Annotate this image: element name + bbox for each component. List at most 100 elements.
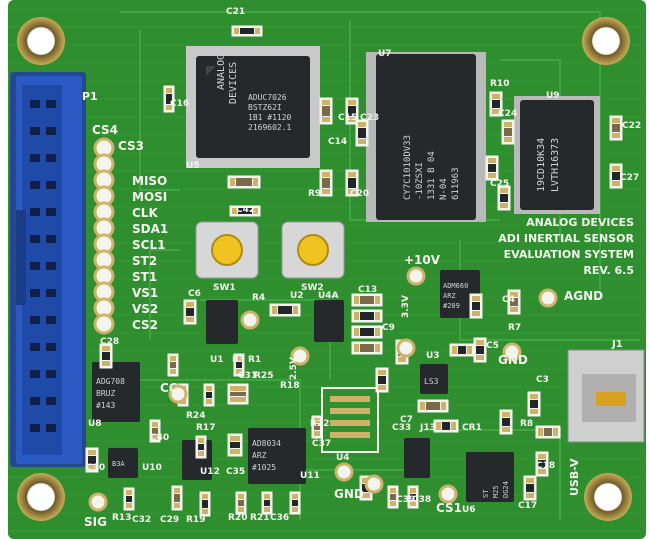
test-point[interactable] [396,338,416,358]
connector-pin [46,208,56,216]
chip-j13 [404,438,430,478]
connector-pin [46,397,56,405]
ref-u8: U8 [88,419,102,429]
button-sw2[interactable] [281,221,345,279]
ref-j13: J13 [419,423,436,433]
chip-u8-text: ADG708 BRUZ #143 [96,377,125,410]
ref-c13: C13 [358,285,377,295]
ref-u1: U1 [210,355,224,365]
passive-component [345,169,359,197]
ref-c9: C9 [382,323,395,333]
tp-label-2v5: 2.5V [289,357,299,380]
passive-component [387,485,399,509]
passive-component [235,491,247,515]
passive-component [535,425,561,439]
passive-component [351,341,383,355]
ref-c28: C28 [100,337,119,347]
connector-pin [30,397,40,405]
connector-pin [46,424,56,432]
ref-c40: C40 [150,433,169,443]
chip-u3 [420,364,448,394]
ref-c23: C23 [360,113,379,123]
connector-pin [30,208,40,216]
ref-c27: C27 [620,173,639,183]
connector-pin [30,127,40,135]
ref-u9: U9 [546,91,560,101]
chip-u11 [248,428,306,484]
label-p1: P1 [82,90,98,103]
u9-line-1: LVTH16373 [550,138,561,192]
u9-line-0: 19CD10K34 [536,138,547,192]
ref-r18: R18 [280,381,299,391]
ref-c15: C15 [338,113,357,123]
ref-r10: R10 [490,79,509,89]
connector-pin [46,316,56,324]
test-point[interactable] [240,310,260,330]
passive-component [351,293,383,307]
connector-pin [46,100,56,108]
u8-line-0: ADG708 [96,377,125,386]
ref-c5: C5 [486,341,499,351]
ref-u2: U2 [290,291,304,301]
test-point[interactable] [168,384,188,404]
passive-component [319,97,333,125]
passive-components [85,25,623,517]
test-point[interactable] [290,346,310,366]
header-pin-cs2[interactable] [93,313,115,335]
header-pins [93,137,115,335]
u6-line-0: ST [482,489,490,498]
test-point[interactable] [406,266,426,286]
test-point-rings [88,266,558,512]
ref-c3: C3 [536,375,549,385]
usb-connector-j1[interactable] [567,349,645,443]
ref-r24: R24 [186,411,205,421]
ref-u10: U10 [142,463,162,473]
passive-component [507,289,521,315]
test-point[interactable] [538,288,558,308]
title-line-1: ADI INERTIAL SENSOR [498,232,634,245]
test-point[interactable] [88,492,108,512]
chip-u5 [186,46,320,168]
connector-pin [30,100,40,108]
chip-u5-text: ANALOG DEVICES ADUC7026 BSTZ62I 1B1 #112… [216,54,292,132]
passive-component [195,435,207,459]
passive-component [355,119,369,147]
test-point[interactable] [334,462,354,482]
chip-u9-text: 19CD10K34 LVTH16373 [536,138,561,192]
u11-line-0: AD8034 [252,439,281,448]
title-line-3: REV. 6.5 [583,264,634,277]
passive-component [171,485,183,511]
passive-component [485,155,499,181]
header-label-cs3: CS3 [118,139,144,153]
chip-u8 [92,362,140,422]
u6-line-2: DG24 [502,481,510,498]
u7-line-2: 1331 B 04 [427,151,437,200]
ref-c30: C30 [86,463,105,473]
button-sw1[interactable] [195,221,259,279]
ref-u5: U5 [186,161,200,171]
chip-adm-text: ADM660 ARZ #209 [443,282,468,310]
ref-c18: C18 [536,461,555,471]
passive-component [227,175,261,189]
u3-line-0: LS3 [424,377,439,386]
header-label-cs4: CS4 [92,123,118,137]
test-point[interactable] [438,484,458,504]
passive-component [501,119,515,145]
ref-r4: R4 [252,293,265,303]
adm-line-2: #209 [443,302,460,310]
connector-pin [30,235,40,243]
passive-component [99,343,113,369]
ref-u7: U7 [378,49,392,59]
title-line-0: ANALOG DEVICES [526,216,634,229]
ref-c14: C14 [328,137,347,147]
ref-cr1: CR1 [462,423,482,433]
passive-component [227,383,249,405]
header-label-vs1: VS1 [132,286,158,300]
test-point[interactable] [364,474,384,494]
connector-pin [30,289,40,297]
chip-u7-text: CY7C1010DV33 -10ZSXI 1331 B 04 N-04 6119… [403,135,461,200]
ref-c29: C29 [160,515,179,525]
ref-r21: R21 [250,513,269,523]
u7-line-4: 611963 [451,167,461,200]
test-point[interactable] [502,342,522,362]
